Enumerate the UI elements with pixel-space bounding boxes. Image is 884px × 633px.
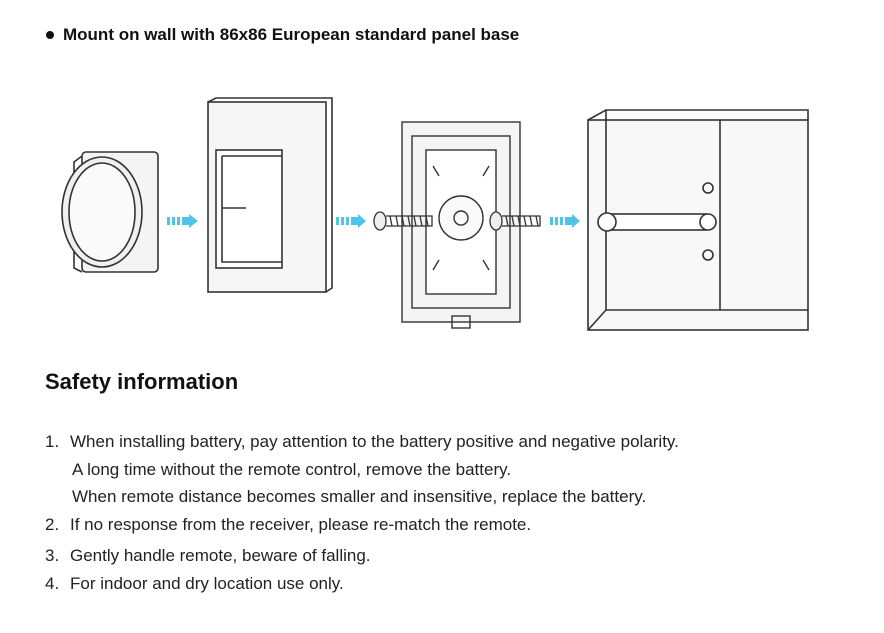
list-item: 4. For indoor and dry location use only.: [45, 574, 344, 594]
list-item-continuation: A long time without the remote control, …: [72, 460, 512, 479]
item-text: If no response from the receiver, please…: [70, 515, 532, 534]
item-text: When installing battery, pay attention t…: [70, 432, 679, 451]
item-number: 4.: [45, 574, 60, 593]
item-number: 1.: [45, 432, 60, 451]
safety-title: Safety information: [45, 369, 239, 394]
list-item-continuation: When remote distance becomes smaller and…: [72, 487, 647, 506]
frame-plate: [207, 97, 333, 293]
screw-icon: [373, 211, 433, 231]
list-item: 2. If no response from the receiver, plea…: [45, 515, 531, 535]
mount-heading: Mount on wall with 86x86 European standa…: [46, 25, 519, 45]
arrow-icon: [336, 214, 366, 228]
item-text: For indoor and dry location use only.: [70, 574, 344, 593]
arrow-icon: [550, 214, 580, 228]
bullet-icon: [46, 31, 54, 39]
list-item: 3. Gently handle remote, beware of fallin…: [45, 546, 371, 566]
mount-heading-text: Mount on wall with 86x86 European standa…: [63, 25, 520, 44]
wall-box: [587, 109, 809, 331]
item-number: 2.: [45, 515, 60, 534]
arrow-icon: [167, 214, 198, 228]
item-text: Gently handle remote, beware of falling.: [70, 546, 371, 565]
knob-remote: [61, 151, 159, 273]
mounting-bracket: [401, 121, 521, 329]
list-item: 1. When installing battery, pay attention…: [45, 432, 679, 452]
installation-diagram: [61, 97, 809, 331]
screw-icon: [489, 211, 541, 231]
item-number: 3.: [45, 546, 60, 565]
